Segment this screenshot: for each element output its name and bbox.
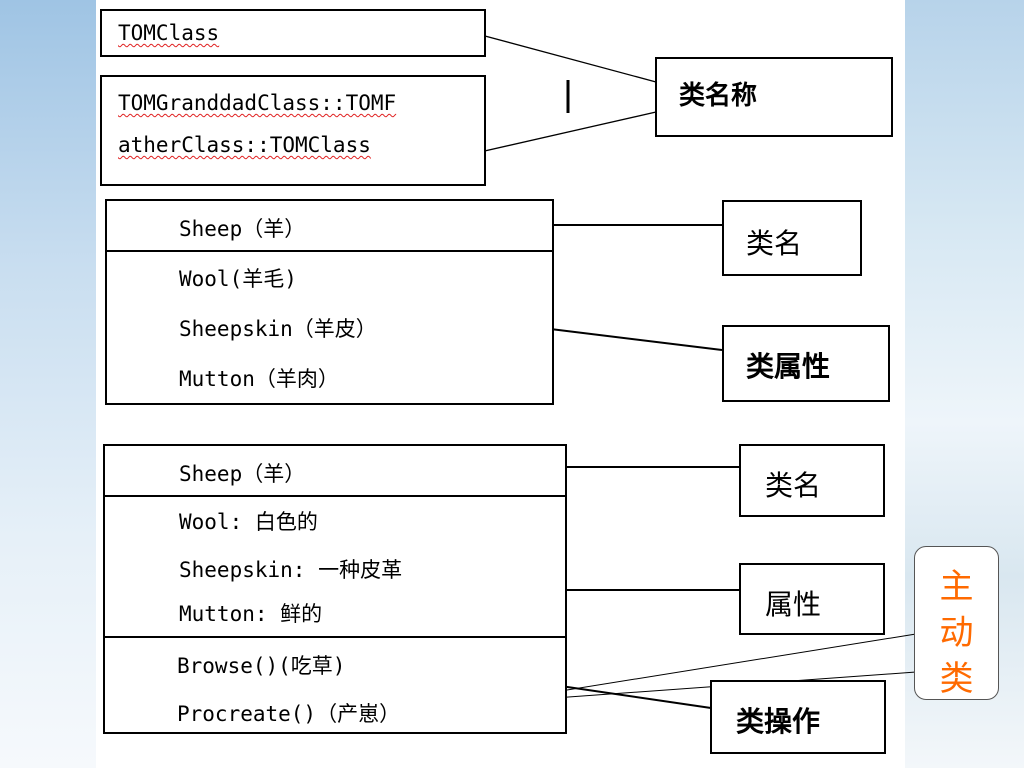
connector-tomclass	[469, 31, 657, 83]
sheep1-header: Sheep（羊）	[179, 217, 306, 241]
class-name-box: TOMClass	[100, 9, 486, 57]
connector-sheep2-ops	[539, 682, 712, 709]
sheep2-op-browse: Browse()(吃草)	[177, 654, 346, 678]
label-sheep1-attributes: 类属性	[722, 325, 890, 402]
sheep2-divider-ops	[105, 636, 565, 638]
label-sheep1-attributes-text: 类属性	[746, 350, 831, 383]
label-sheep2-operations-text: 类操作	[736, 705, 821, 738]
callout-char-3: 类	[939, 659, 974, 699]
sheep1-attr-mutton: Mutton（羊肉）	[179, 367, 339, 391]
callout-char-2: 动	[939, 613, 974, 653]
sheep1-divider	[107, 250, 552, 252]
sheep2-divider-name	[105, 495, 565, 497]
qualified-name-line-2: atherClass::TOMClass	[118, 133, 371, 157]
active-class-callout: 主 动 类	[914, 546, 999, 700]
callout-char-1: 主	[939, 567, 974, 607]
label-class-name-title: 类名称	[655, 57, 893, 137]
label-sheep2-attributes-text: 属性	[765, 588, 822, 621]
sheep2-attr-sheepskin: Sheepskin: 一种皮革	[179, 558, 403, 582]
connector-sheep1-attrs	[525, 325, 723, 351]
sheep2-op-procreate: Procreate()（产崽）	[177, 702, 401, 726]
sheep2-attr-mutton: Mutton: 鲜的	[179, 602, 323, 626]
label-sheep1-class-name: 类名	[722, 200, 862, 276]
label-sheep2-attributes: 属性	[739, 563, 885, 635]
sheep-class-box-2: Sheep（羊） Wool: 白色的 Sheepskin: 一种皮革 Mutto…	[103, 444, 567, 734]
sheep-class-box-1: Sheep（羊） Wool(羊毛) Sheepskin（羊皮） Mutton（羊…	[105, 199, 554, 405]
sheep2-header: Sheep（羊）	[179, 462, 306, 486]
qualified-name-line-1: TOMGranddadClass::TOMF	[118, 91, 397, 115]
background-left-gradient	[0, 0, 100, 768]
label-sheep2-operations: 类操作	[710, 680, 886, 754]
sheep1-attr-sheepskin: Sheepskin（羊皮）	[179, 317, 377, 341]
qualified-class-name-box: TOMGranddadClass::TOMF atherClass::TOMCl…	[100, 75, 486, 186]
label-sheep1-class-name-text: 类名	[746, 227, 803, 260]
label-sheep2-class-name: 类名	[739, 444, 885, 517]
label-sheep2-class-name-text: 类名	[765, 469, 822, 502]
class-name-text: TOMClass	[118, 21, 220, 45]
sheep2-attr-wool: Wool: 白色的	[179, 510, 318, 534]
sheep1-attr-wool: Wool(羊毛)	[179, 267, 297, 291]
label-class-name-title-text: 类名称	[679, 81, 758, 111]
